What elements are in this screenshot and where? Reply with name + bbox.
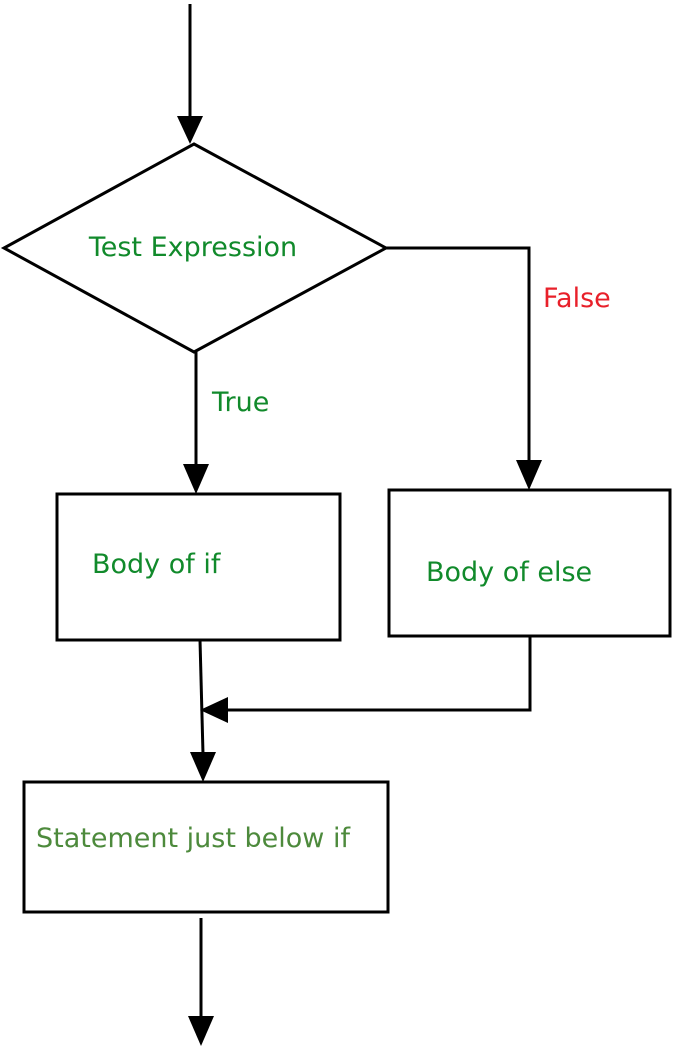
- else-body-label: Body of else: [426, 557, 592, 588]
- false-branch-line: [386, 246, 531, 462]
- if-body-label: Body of if: [92, 549, 222, 580]
- else-exit-line: [226, 636, 532, 712]
- next-statement-label: Statement just below if: [36, 823, 351, 854]
- false-branch-arrowhead: [516, 460, 542, 490]
- true-branch-arrowhead: [183, 464, 209, 494]
- merge-arrowhead: [200, 697, 228, 723]
- if-body-box: [55, 492, 342, 642]
- decision-label: Test Expression: [88, 232, 297, 263]
- statement-arrowhead: [190, 752, 216, 782]
- true-label: True: [211, 387, 269, 418]
- false-label: False: [543, 283, 611, 314]
- decision-diamond: [0, 142, 390, 354]
- entry-arrowhead: [177, 116, 203, 144]
- if-exit-line: [198, 639, 205, 755]
- exit-arrowhead: [188, 1016, 214, 1046]
- next-statement-box: [22, 780, 390, 914]
